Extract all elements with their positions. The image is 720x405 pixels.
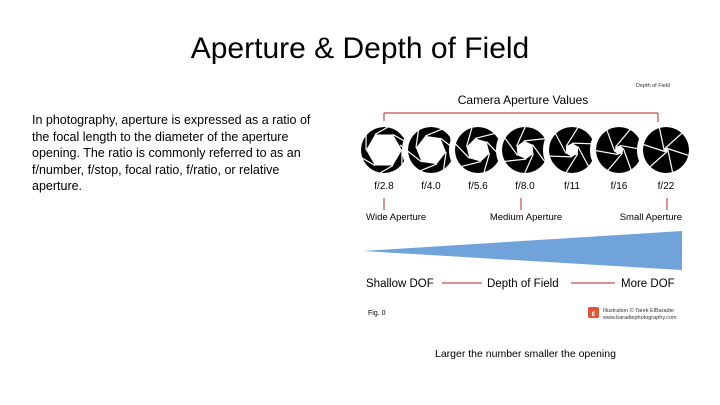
f-stop-label: f/5.6 (468, 181, 488, 192)
credit-logo-glyph: ε (592, 309, 596, 318)
aperture-opening (664, 148, 668, 152)
small-aperture-label: Small Aperture (620, 212, 682, 223)
aperture-icon (637, 121, 690, 179)
wide-aperture-label: Wide Aperture (366, 212, 426, 223)
aperture-mask (637, 121, 690, 179)
credit-line-1: Illustration © Tarek ElBaradie (603, 307, 674, 314)
aperture-icon (449, 120, 507, 180)
aperture-opening (466, 138, 490, 162)
f-stop-label: f/22 (658, 181, 675, 192)
shallow-dof-label: Shallow DOF (366, 278, 434, 290)
aperture-blade-edge (374, 120, 400, 135)
aperture-opening (516, 140, 534, 160)
f-stop-label: f/2.8 (374, 181, 394, 192)
credit-line-2: www.baradiephotography.com (602, 315, 677, 321)
aperture-blade-edge (355, 153, 376, 167)
figure-corner-label: Depth of Field (636, 83, 670, 89)
aperture-ticks (383, 198, 668, 210)
f-stop-label: f/11 (564, 181, 580, 192)
f-stop-label: f/16 (611, 181, 628, 192)
more-dof-label: More DOF (621, 278, 675, 290)
f-stop-label: f/8.0 (515, 181, 535, 192)
aperture-figure: Depth of Field Camera Aperture Values f/… (355, 83, 690, 321)
caption: Larger the number smaller the opening (435, 348, 616, 360)
aperture-row (355, 120, 690, 180)
aperture-opening (415, 135, 447, 165)
medium-aperture-label: Medium Aperture (490, 212, 562, 223)
f-stop-labels: f/2.8 f/4.0 f/5.6 f/8.0 f/11 f/16 f/22 (374, 181, 675, 192)
figure-header: Camera Aperture Values (458, 93, 589, 107)
fig-label: Fig. 0 (368, 310, 386, 317)
aperture-blade-edge (368, 165, 394, 180)
aperture-opening (366, 134, 402, 166)
credit-logo (588, 307, 599, 318)
aperture-opening (565, 143, 579, 157)
body-paragraph: In photography, aperture is expressed as… (32, 113, 311, 193)
f-stop-label: f/4.0 (421, 181, 441, 192)
slide-title: Aperture & Depth of Field (190, 32, 530, 65)
aperture-opening (614, 145, 624, 155)
depth-of-field-label: Depth of Field (487, 278, 559, 290)
dof-wedge (363, 231, 682, 270)
